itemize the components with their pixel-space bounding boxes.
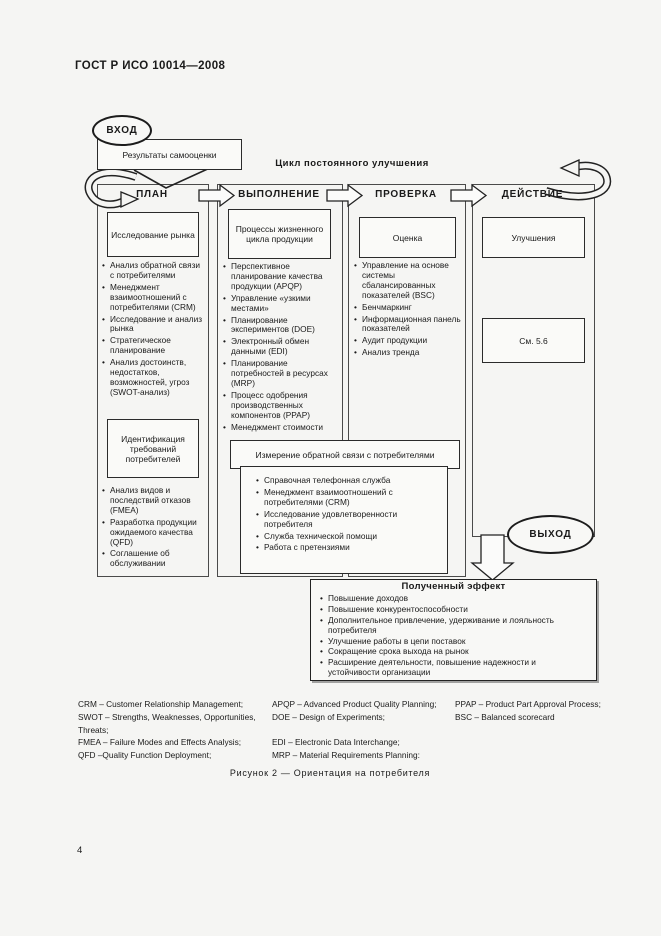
legend-line: BSC – Balanced scorecard xyxy=(455,711,555,722)
bullet-item: Стратегическое планирование xyxy=(101,335,204,356)
bullet-item: Повышение конкурентоспособности xyxy=(319,604,588,615)
legend-line: CRM – Customer Relationship Management; xyxy=(78,699,244,709)
bullet-item: Расширение деятельности, повышение надеж… xyxy=(319,657,588,678)
legend-column-2: APQP – Advanced Product Quality Planning… xyxy=(272,698,457,762)
bullet-item: Бенчмаркинг xyxy=(353,302,461,313)
document-header: ГОСТ Р ИСО 10014—2008 xyxy=(75,60,226,72)
bullet-item: Повышение доходов xyxy=(319,593,588,604)
do-bullet-list: Перспективное планирование качества прод… xyxy=(222,261,338,435)
plan-bullet-list: Анализ обратной связи с потребителямиМен… xyxy=(101,260,204,400)
bullet-item: Планирование экспериментов (DOE) xyxy=(222,315,338,336)
page-number: 4 xyxy=(77,845,83,856)
bullet-item: Электронный обмен данными (EDI) xyxy=(222,336,338,357)
bullet-item: Анализ видов и последствий отказов (FMEA… xyxy=(101,485,204,516)
legend-line: APQP – Advanced Product Quality Planning… xyxy=(272,699,437,709)
plan-title: ПЛАН xyxy=(136,189,168,200)
effect-bullet-list: Повышение доходовПовышение конкурентоспо… xyxy=(319,593,588,678)
lifecycle-processes-box: Процессы жизненного цикла продукции xyxy=(228,209,331,259)
plan-bullet-list-2: Анализ видов и последствий отказов (FMEA… xyxy=(101,485,204,571)
bullet-item: Разработка продукции ожидаемого качества… xyxy=(101,517,204,548)
legend-line: FMEA – Failure Modes and Effects Analysi… xyxy=(78,737,242,748)
feedback-measure-box: Справочная телефонная службаМенеджмент в… xyxy=(240,466,448,574)
bullet-item: Исследование удовлетворенности потребите… xyxy=(255,509,443,530)
evaluation-box: Оценка xyxy=(359,217,456,258)
effect-box: Полученный эффект Повышение доходовПовыш… xyxy=(310,579,597,681)
do-column xyxy=(217,184,343,577)
legend-column-3: PPAP – Product Part Approval Process; BSC… xyxy=(455,698,625,724)
market-research-box: Исследование рынка xyxy=(107,212,199,257)
legend-line: Threats; xyxy=(78,724,109,735)
bullet-item: Анализ обратной связи с потребителями xyxy=(101,260,204,281)
act-title: ДЕЙСТВИЕ xyxy=(501,189,564,200)
legend-line: EDI – Electronic Data Interchange; xyxy=(272,737,400,748)
legend-line: DOE – Design of Experiments; xyxy=(272,711,385,722)
legend-column-1: CRM – Customer Relationship Management; S… xyxy=(78,698,273,762)
bullet-item: Справочная телефонная служба xyxy=(255,475,443,486)
bullet-item: Информационная панель показателей xyxy=(353,314,461,335)
customer-requirements-box: Идентификация требований потребителей xyxy=(107,419,199,478)
check-column xyxy=(348,184,466,577)
bullet-item: Соглашение об обслуживании xyxy=(101,549,204,569)
legend-line: MRP – Material Requirements Planning: xyxy=(272,750,420,761)
see-5-6-box: См. 5.6 xyxy=(482,318,585,363)
bullet-item: Исследование и анализ рынка xyxy=(101,314,204,335)
legend-line xyxy=(272,724,457,737)
bullet-item: Дополнительное привлечение, удерживание … xyxy=(319,615,588,636)
cycle-title: Цикл постоянного улучшения xyxy=(275,158,429,169)
check-title: ПРОВЕРКА xyxy=(375,189,437,200)
bullet-item: Аудит продукции xyxy=(353,335,461,346)
bullet-item: Служба технической помощи xyxy=(255,531,443,542)
improvements-box: Улучшения xyxy=(482,217,585,258)
bullet-item: Перспективное планирование качества прод… xyxy=(222,261,338,292)
feedback-measure-title-box: Измерение обратной связи с потребителями xyxy=(230,440,460,469)
bullet-item: Анализ достоинств, недостатков, возможно… xyxy=(101,357,204,398)
do-title: ВЫПОЛНЕНИЕ xyxy=(238,189,320,200)
legend-line: QFD –Quality Function Deployment; xyxy=(78,750,212,761)
check-bullet-list: Управление на основе системы сбалансиров… xyxy=(353,260,461,360)
bullet-item: Улучшение работы в цепи поставок xyxy=(319,636,588,647)
figure-caption: Рисунок 2 — Ориентация на потребителя xyxy=(229,768,431,778)
bullet-item: Анализ тренда xyxy=(353,347,461,358)
bullet-item: Менеджмент взаимоотношений с потребителя… xyxy=(101,282,204,313)
bullet-item: Планирование потребностей в ресурсах (MR… xyxy=(222,358,338,389)
effect-title: Полученный эффект xyxy=(401,581,506,592)
bullet-item: Менеджмент стоимости xyxy=(222,422,338,433)
bullet-item: Управление «узкими местами» xyxy=(222,293,338,314)
output-down-arrow-icon xyxy=(470,534,515,581)
input-oval: ВХОД xyxy=(92,115,152,146)
output-oval: ВЫХОД xyxy=(507,515,594,554)
bullet-item: Менеджмент взаимоотношений с потребителя… xyxy=(255,487,443,508)
bullet-item: Работа с претензиями xyxy=(255,543,443,554)
legend-line: SWOT – Strengths, Weaknesses, Opportunit… xyxy=(78,711,256,722)
bullet-item: Сокращение срока выхода на рынок xyxy=(319,647,588,658)
legend-line: PPAP – Product Part Approval Process; xyxy=(455,699,601,709)
bullet-item: Процесс одобрения производственных компо… xyxy=(222,390,338,421)
bullet-item: Управление на основе системы сбалансиров… xyxy=(353,260,461,301)
